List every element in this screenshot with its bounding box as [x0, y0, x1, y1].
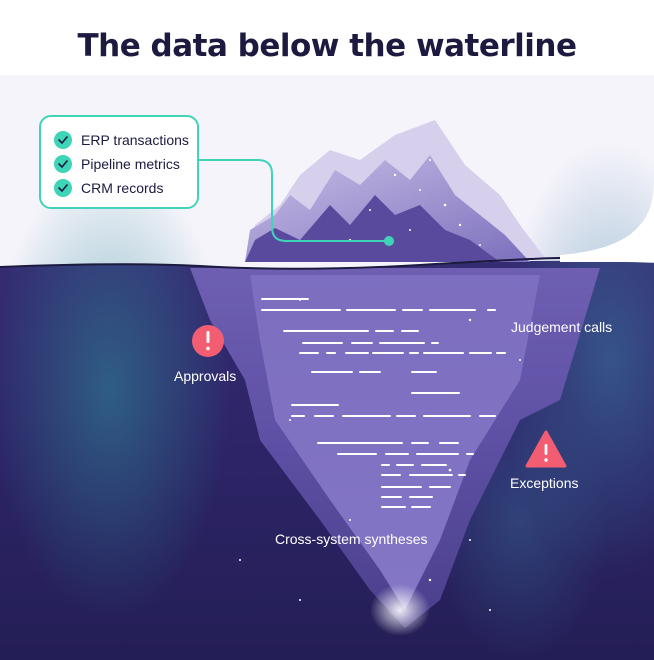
- iceberg-peak-front: [245, 195, 500, 262]
- legend-label: CRM records: [81, 180, 164, 196]
- legend-item-pipeline: Pipeline metrics: [54, 154, 180, 174]
- page-title: The data below the waterline: [77, 28, 577, 64]
- check-icon: [54, 131, 72, 149]
- sparkles: [239, 159, 521, 611]
- exceptions-warning-icon: [525, 430, 567, 468]
- iceberg-waterline: [0, 257, 561, 270]
- cloud-shape: [560, 180, 654, 262]
- connector-dot: [384, 236, 394, 246]
- legend-box: ERP transactions Pipeline metrics CRM re…: [39, 115, 199, 209]
- water-glow-left: [0, 160, 230, 620]
- approvals-alert-icon: [192, 325, 224, 357]
- check-icon: [54, 155, 72, 173]
- legend-label: ERP transactions: [81, 132, 189, 148]
- legend-connector: [199, 159, 388, 242]
- label-cross-system-syntheses: Cross-system syntheses: [275, 531, 428, 547]
- legend-label: Pipeline metrics: [81, 156, 180, 172]
- legend-item-crm: CRM records: [54, 178, 163, 198]
- data-lines: [261, 298, 506, 508]
- iceberg-tip-glow: [370, 584, 430, 636]
- check-icon: [54, 179, 72, 197]
- label-exceptions: Exceptions: [510, 475, 579, 491]
- label-judgement-calls: Judgement calls: [511, 319, 613, 335]
- label-approvals: Approvals: [174, 368, 237, 384]
- legend-item-erp: ERP transactions: [54, 130, 189, 150]
